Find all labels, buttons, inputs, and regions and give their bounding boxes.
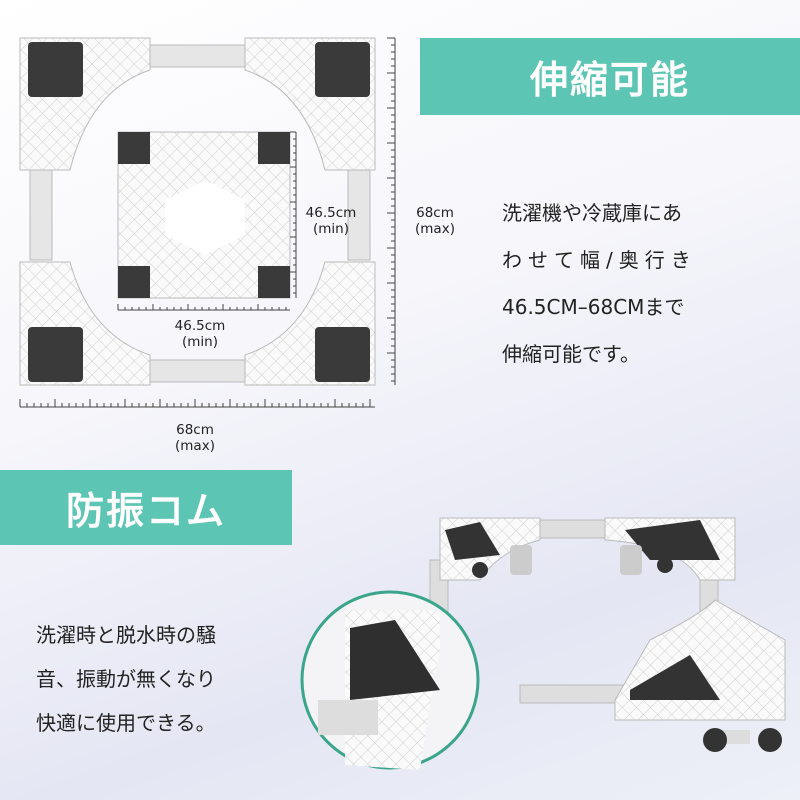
- text-line: 伸縮可能です。: [502, 342, 640, 366]
- vibration-description: 洗濯時と脱水時の騒 音、振動が無くなり 快適に使用できる。: [36, 613, 216, 745]
- text-line: 洗濯機や冷蔵庫にあ: [502, 201, 682, 225]
- outer-height-label: 68cm(max): [415, 205, 455, 237]
- adjustable-banner: 伸縮可能: [420, 38, 800, 115]
- inner-height-label: 46.5cm(min): [305, 205, 357, 237]
- text-line: わせて幅/奥行き: [502, 248, 697, 272]
- adjustable-description: 洗濯機や冷蔵庫にあ わせて幅/奥行き 46.5CM–68CMまで 伸縮可能です。: [502, 190, 697, 378]
- stand-photo: [300, 517, 786, 770]
- outer-frame: [19, 37, 376, 386]
- inner-width-label: 46.5cm(min): [174, 318, 226, 350]
- text-line: 洗濯時と脱水時の騒: [36, 623, 216, 647]
- inner-frame: [117, 131, 291, 299]
- outer-width-label: 68cm(max): [175, 422, 215, 454]
- text-line: 快適に使用できる。: [36, 711, 216, 735]
- text-line: 音、振動が無くなり: [36, 667, 216, 691]
- text-line: 46.5CM–68CMまで: [502, 295, 685, 319]
- anti-vibration-banner: 防振コム: [0, 470, 292, 545]
